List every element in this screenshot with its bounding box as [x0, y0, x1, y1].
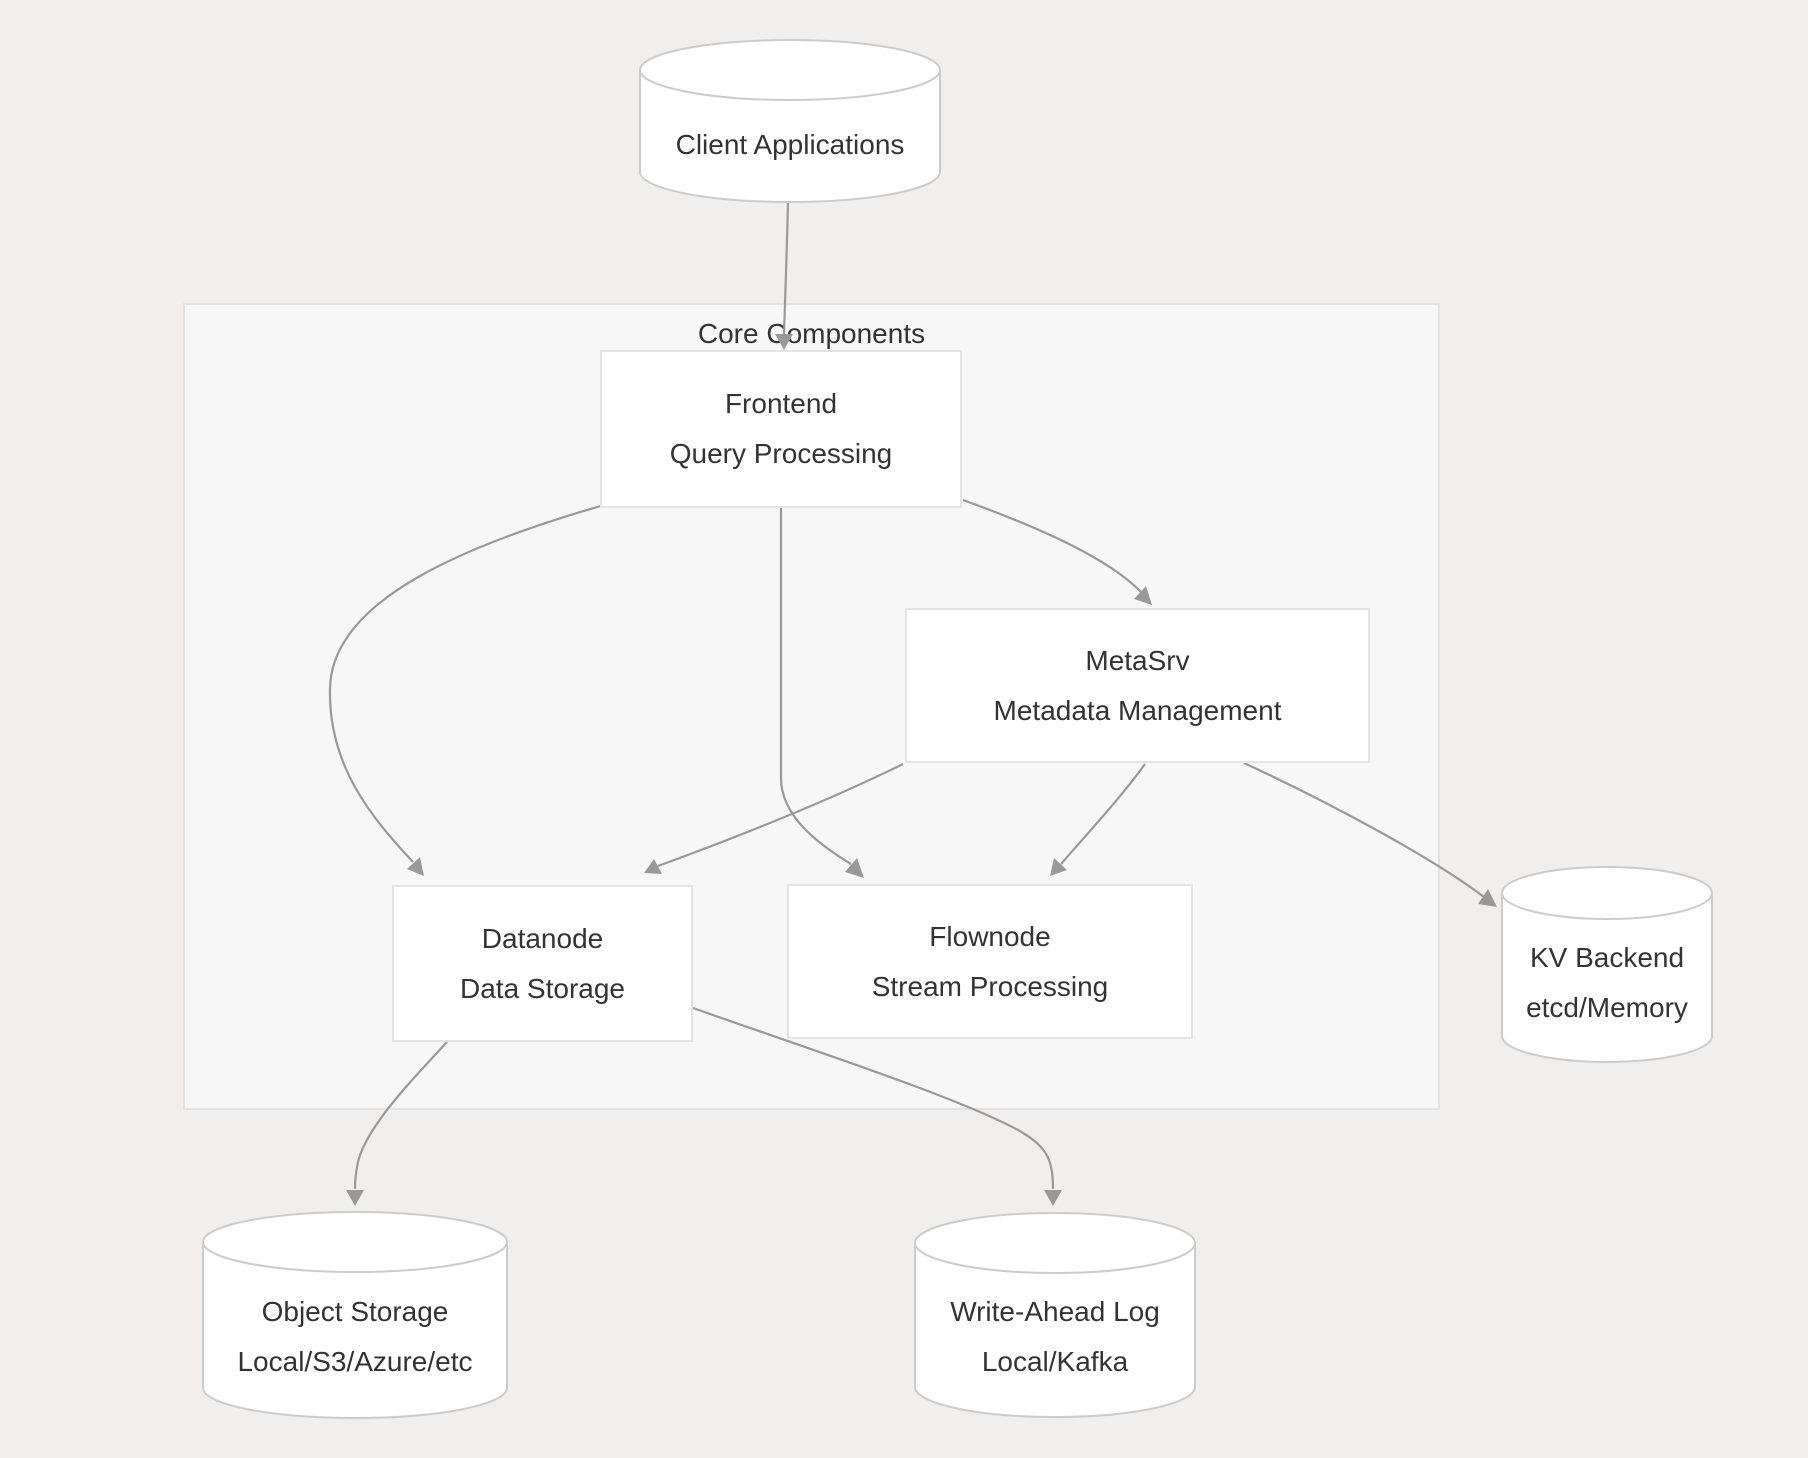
node-metasrv: MetaSrv Metadata Management [905, 608, 1370, 763]
node-metasrv-subtitle: Metadata Management [993, 694, 1282, 726]
node-kv-backend: KV Backend etcd/Memory [1502, 928, 1712, 1038]
node-kv-backend-title: KV Backend [1529, 942, 1685, 973]
cylinder-wal-top [914, 1212, 1196, 1274]
node-flownode-subtitle: Stream Processing [871, 970, 1109, 1002]
node-flownode: Flownode Stream Processing [787, 884, 1193, 1039]
node-frontend-title: Frontend [724, 388, 838, 419]
node-frontend: Frontend Query Processing [600, 350, 962, 508]
node-object-storage: Object Storage Local/S3/Azure/etc [203, 1287, 507, 1387]
core-components-label: Core Components [697, 318, 926, 349]
node-datanode-title: Datanode [481, 922, 604, 954]
node-write-ahead-log-title: Write-Ahead Log [950, 1296, 1160, 1327]
arrowhead-metasrv-kv-backend [1478, 889, 1497, 907]
node-flownode-title: Flownode [929, 920, 1051, 952]
node-frontend-subtitle: Query Processing [669, 438, 893, 469]
cylinder-object-storage-top [202, 1211, 508, 1273]
node-datanode: Datanode Data Storage [392, 885, 693, 1042]
cylinder-kv-backend-top [1501, 866, 1713, 920]
arrowhead-datanode-object-storage [346, 1190, 364, 1206]
node-write-ahead-log: Write-Ahead Log Local/Kafka [915, 1287, 1195, 1387]
node-object-storage-subtitle: Local/S3/Azure/etc [237, 1346, 473, 1377]
node-object-storage-title: Object Storage [261, 1296, 449, 1327]
node-datanode-subtitle: Data Storage [460, 972, 625, 1004]
node-client-applications-title: Client Applications [675, 129, 905, 160]
node-write-ahead-log-subtitle: Local/Kafka [981, 1346, 1129, 1377]
node-metasrv-title: MetaSrv [1085, 644, 1190, 676]
node-client-applications: Client Applications [640, 90, 940, 200]
node-kv-backend-subtitle: etcd/Memory [1526, 992, 1688, 1023]
arrowhead-datanode-wal [1044, 1190, 1062, 1206]
